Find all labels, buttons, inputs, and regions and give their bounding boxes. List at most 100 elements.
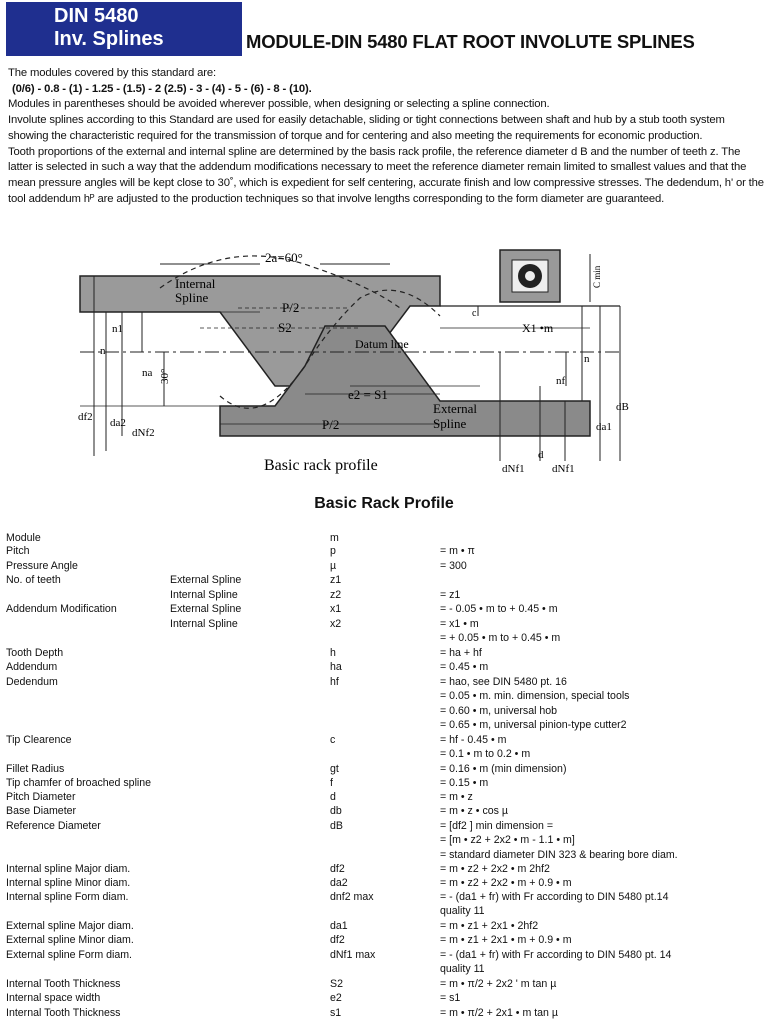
param-label: Internal spline Form diam. — [6, 891, 129, 903]
diagram-caption: Basic rack profile — [264, 457, 378, 474]
param-label: Internal Tooth Thickness — [6, 1007, 121, 1019]
param-label: Tooth Depth — [6, 647, 64, 659]
dB-label: dB — [616, 401, 629, 413]
param-label: Pressure Angle — [6, 560, 78, 572]
param-formula: = m • z1 + 2x1 • 2hf2 — [440, 920, 539, 932]
param-sub: Internal Spline — [170, 589, 238, 601]
param-formula: = x1 • m — [440, 618, 479, 630]
param-symbol: da2 — [330, 877, 348, 889]
param-formula: = m • z1 + 2x1 • m + 0.9 • m — [440, 934, 572, 946]
param-formula: = - 0.05 • m to + 0.45 • m — [440, 603, 558, 615]
param-label: No. of teeth — [6, 574, 61, 586]
param-formula: = m • z — [440, 791, 473, 803]
param-symbol: f — [330, 777, 333, 789]
dnf1-label-2: dNf1 — [552, 463, 575, 475]
param-label: Reference Diameter — [6, 820, 101, 832]
section-title: Basic Rack Profile — [314, 495, 454, 512]
param-formula: = m • z2 + 2x2 • m + 0.9 • m — [440, 877, 572, 889]
df2-label: df2 — [78, 411, 93, 423]
param-label: Internal spline Major diam. — [6, 863, 131, 875]
param-sub: Internal Spline — [170, 618, 238, 630]
internal-spline-label-1: Internal — [175, 276, 216, 291]
param-label: External spline Form diam. — [6, 949, 132, 961]
intro-paragraph-3: Involute splines according to this Stand… — [8, 114, 725, 142]
param-symbol: dB — [330, 820, 343, 832]
param-label: Addendum Modification — [6, 603, 117, 615]
param-formula: = + 0.05 • m to + 0.45 • m — [440, 632, 561, 644]
param-label: Pitch — [6, 545, 30, 557]
param-symbol: db — [330, 805, 342, 817]
param-formula: = standard diameter DIN 323 & bearing bo… — [440, 849, 678, 861]
param-symbol: hf — [330, 676, 339, 688]
module-list: (0/6) - 0.8 - (1) - 1.25 - (1.5) - 2 (2.… — [12, 82, 312, 95]
param-formula: = 0.16 • m (min dimension) — [440, 763, 567, 775]
external-spline-label-1: External — [433, 401, 477, 416]
param-symbol: da1 — [330, 920, 348, 932]
n-right-label: n — [584, 353, 590, 365]
p2-bottom-label: P/2 — [322, 417, 339, 432]
param-formula: = [m • z2 + 2x2 • m - 1.1 • m] — [440, 834, 575, 846]
param-formula: = z1 — [440, 589, 461, 601]
na-label: na — [142, 367, 153, 379]
param-formula: = 0.65 • m, universal pinion-type cutter… — [440, 719, 627, 731]
param-sub: External Spline — [170, 603, 242, 615]
param-label: Tip chamfer of broached spline — [6, 777, 152, 789]
param-symbol: s1 — [330, 1007, 342, 1019]
param-formula: = 0.1 • m to 0.2 • m — [440, 748, 531, 760]
param-formula: = - (da1 + fr) with Fr according to DIN … — [440, 949, 672, 961]
param-label: Internal spline Minor diam. — [6, 877, 131, 889]
intro-paragraph-4: Tooth proportions of the external and in… — [8, 145, 764, 205]
nf-label: nf — [556, 375, 566, 387]
datum-label: Datum line — [355, 337, 409, 351]
n-left-label: n — [100, 345, 106, 357]
param-label: Dedendum — [6, 676, 58, 688]
param-formula: quality 11 — [440, 963, 485, 975]
param-label: Base Diameter — [6, 805, 77, 817]
param-label: External spline Major diam. — [6, 920, 134, 932]
param-label: Tip Clearence — [6, 734, 72, 746]
param-formula: = m • π/2 + 2x1 • m tan µ — [440, 1007, 558, 1019]
param-formula: = 0.45 • m — [440, 661, 489, 673]
param-label: Fillet Radius — [6, 763, 65, 775]
badge-line-1: DIN 5480 — [54, 5, 139, 27]
param-symbol: h — [330, 647, 336, 659]
param-formula: = m • π/2 + 2x2 ' m tan µ — [440, 978, 557, 990]
page-title: MODULE-DIN 5480 FLAT ROOT INVOLUTE SPLIN… — [246, 31, 695, 52]
param-formula: = hao, see DIN 5480 pt. 16 — [440, 676, 567, 688]
param-symbol: z1 — [330, 574, 342, 586]
param-formula: = hf - 0.45 • m — [440, 734, 507, 746]
param-label: Module — [6, 532, 41, 544]
param-formula: = 0.60 • m, universal hob — [440, 705, 558, 717]
param-symbol: d — [330, 791, 336, 803]
param-formula: = ha + hf — [440, 647, 482, 659]
param-label: External spline Minor diam. — [6, 934, 134, 946]
param-symbol: df2 — [330, 863, 345, 875]
param-formula: = m • π — [440, 545, 475, 557]
param-sub: External Spline — [170, 574, 242, 586]
internal-spline-label-2: Spline — [175, 290, 208, 305]
intro-text: The modules covered by this standard are… — [8, 66, 764, 207]
param-symbol: µ — [330, 560, 337, 572]
param-symbol: gt — [330, 763, 339, 775]
param-formula: = m • z2 + 2x2 • m 2hf2 — [440, 863, 550, 875]
param-symbol: m — [330, 532, 339, 544]
param-formula: = 300 — [440, 560, 467, 572]
c-label: c — [472, 308, 477, 319]
param-symbol: df2 — [330, 934, 345, 946]
din-badge: DIN 5480 Inv. Splines — [6, 2, 242, 56]
param-symbol: p — [330, 545, 336, 557]
badge-line-2: Inv. Splines — [54, 28, 164, 50]
intro-paragraph-2: Modules in parentheses should be avoided… — [8, 98, 550, 111]
external-spline-label-2: Spline — [433, 416, 466, 431]
param-label: Internal Tooth Thickness — [6, 978, 121, 990]
param-formula: = 0.05 • m. min. dimension, special tool… — [440, 690, 630, 702]
d-label: d — [538, 449, 544, 461]
param-symbol: dnf2 max — [330, 891, 374, 903]
cmin-label: C min — [592, 265, 602, 288]
p2-top-label: P/2 — [282, 300, 299, 315]
param-symbol: x1 — [330, 603, 342, 615]
param-symbol: S2 — [330, 978, 343, 990]
angle-label: 2a=60° — [265, 250, 303, 265]
n1-label: n1 — [112, 323, 123, 335]
da1-label: da1 — [596, 421, 612, 433]
